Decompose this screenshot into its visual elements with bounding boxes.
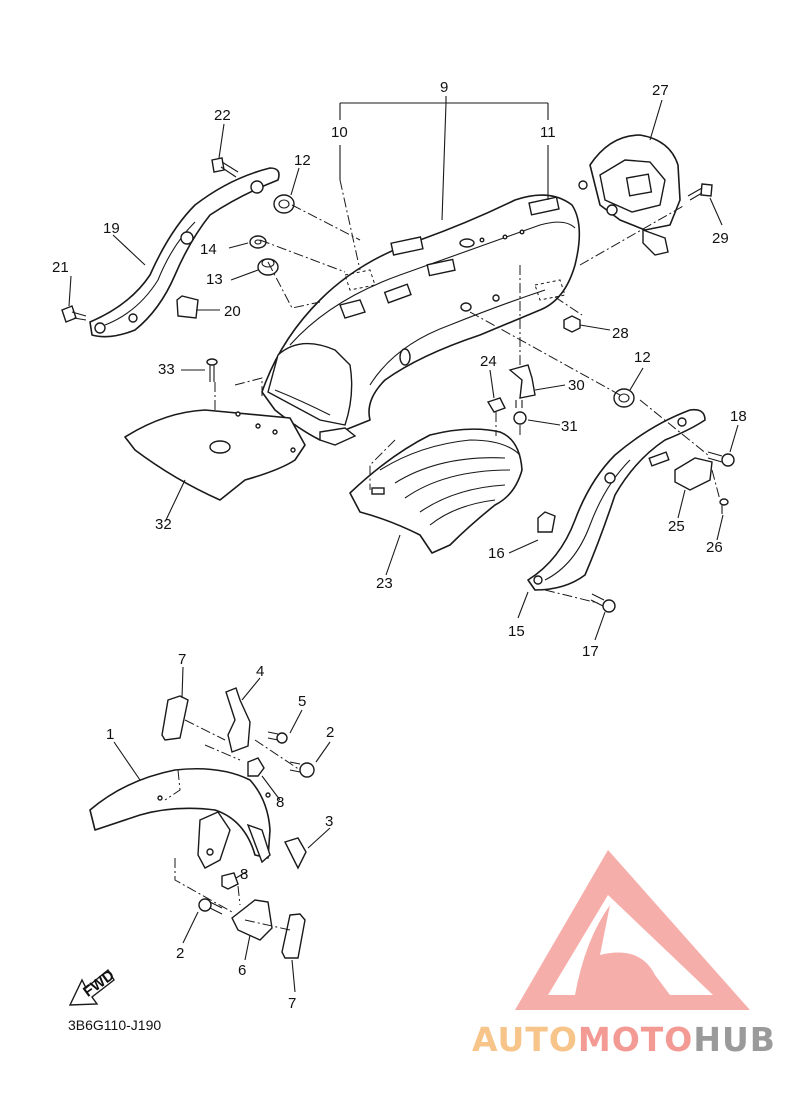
reflector-bracket-25 (674, 457, 713, 491)
watermark-brand: AUTOMOTOHUB (472, 1018, 776, 1062)
collar-8a (247, 757, 265, 777)
callout-13: 13 (206, 271, 223, 288)
callout-32: 32 (155, 516, 172, 533)
callout-2: 2 (176, 945, 184, 962)
callout-31: 31 (561, 418, 578, 435)
grommet-12a (273, 194, 295, 214)
mud-flap (124, 409, 306, 501)
callout-1: 1 (106, 726, 114, 743)
callout-18: 18 (730, 408, 747, 425)
callout-4: 4 (256, 663, 264, 680)
callout-28: 28 (612, 325, 629, 342)
fwd-label: FWD (80, 967, 118, 1001)
callout-11: 11 (540, 124, 556, 141)
bracket-6 (231, 899, 273, 941)
callout-9: 9 (440, 79, 448, 96)
callout-5: 5 (298, 693, 306, 710)
bracket-4 (225, 687, 251, 753)
callout-20: 20 (224, 303, 241, 320)
callout-2: 2 (326, 724, 334, 741)
callout-17: 17 (582, 643, 599, 660)
callout-33: 33 (158, 361, 175, 378)
callout-30: 30 (568, 377, 585, 394)
collar-13 (257, 258, 279, 276)
inner-fender (349, 428, 523, 554)
front-fender (89, 767, 271, 869)
callout-12: 12 (294, 152, 311, 169)
callout-22: 22 (214, 107, 231, 124)
pad-7b (281, 913, 306, 959)
callout-25: 25 (668, 518, 685, 535)
grommet-12b (613, 388, 635, 408)
diagram-code: 3B6G110-J190 (68, 1017, 161, 1033)
watermark-logo (515, 850, 750, 1010)
callout-29: 29 (712, 230, 729, 247)
callout-16: 16 (488, 545, 505, 562)
nut-24 (486, 397, 506, 413)
clip-3 (284, 837, 307, 870)
rear-fender-assy (261, 194, 581, 446)
bolt-29 (687, 183, 713, 201)
watermark-part-auto: AUTO (472, 1020, 578, 1059)
callout-27: 27 (652, 82, 669, 99)
callout-10: 10 (331, 124, 348, 141)
leader-lines (68, 96, 739, 993)
callout-3: 3 (325, 813, 333, 830)
screw-26 (719, 498, 729, 514)
watermark-part-moto: MOTO (577, 1020, 694, 1059)
bolt-31 (513, 400, 527, 425)
bolt-2a (289, 761, 315, 778)
pad-7a (161, 695, 189, 741)
callout-8: 8 (276, 794, 284, 811)
callout-15: 15 (508, 623, 525, 640)
callout-19: 19 (103, 220, 120, 237)
callout-7: 7 (288, 995, 296, 1012)
collar-8b (221, 872, 239, 890)
callout-12: 12 (634, 349, 651, 366)
grab-bar-left (89, 167, 280, 338)
callout-8: 8 (240, 866, 248, 883)
tail-light (578, 134, 681, 256)
bolt-18 (707, 451, 735, 467)
fwd-arrow-icon (68, 968, 115, 1006)
nut-28 (563, 315, 581, 333)
washer-14 (249, 235, 267, 249)
bolt-21 (61, 305, 87, 323)
bolt-17 (590, 593, 616, 613)
watermark-part-hub: HUB (693, 1020, 776, 1059)
callout-24: 24 (480, 353, 497, 370)
callout-23: 23 (376, 575, 393, 592)
callout-labels: 9 10 11 27 22 12 19 14 29 21 13 20 28 33… (52, 79, 747, 1012)
grab-bar-right (527, 408, 706, 591)
pad-16 (537, 511, 556, 533)
pad-20 (176, 295, 199, 319)
bolt-2b (198, 898, 223, 915)
screw-33 (206, 358, 218, 382)
callout-21: 21 (52, 259, 69, 276)
callout-7: 7 (178, 651, 186, 668)
bolt-22 (211, 157, 239, 178)
bracket-30 (508, 364, 536, 399)
bolt-5 (267, 731, 288, 744)
callout-26: 26 (706, 539, 723, 556)
callout-14: 14 (200, 241, 217, 258)
callout-6: 6 (238, 962, 246, 979)
